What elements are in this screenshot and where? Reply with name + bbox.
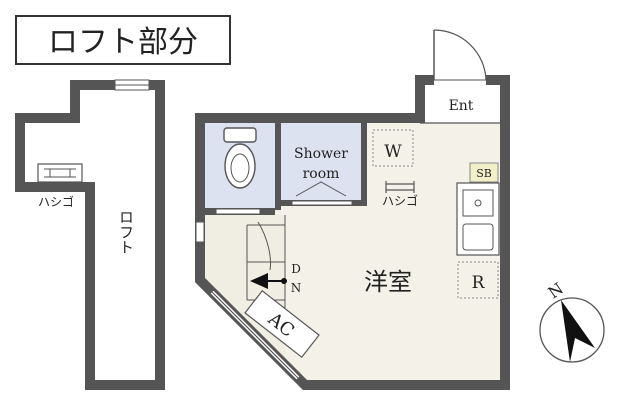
shoe-box-label: SB [476, 167, 492, 180]
fridge-label: R [472, 273, 486, 293]
staircase [246, 215, 287, 330]
shower-room-label-line2: room [303, 166, 340, 182]
north-arrow-icon [561, 300, 595, 362]
room-ladder-label: ハシゴ [382, 193, 418, 208]
loft-ladder-label: ハシゴ [38, 194, 74, 209]
entrance-label: Ent [449, 98, 474, 114]
plan-title: ロフト部分 [48, 25, 198, 60]
shower-room-label-line1: Shower [294, 146, 348, 162]
main-room-label: 洋室 [364, 268, 412, 296]
closet-label: W [384, 142, 402, 162]
fridge: R [457, 261, 499, 299]
down-arrow-icon [250, 273, 268, 289]
loft-wall [15, 80, 165, 390]
interior-partitions [195, 118, 367, 243]
entrance-door[interactable] [433, 29, 487, 86]
kitchen-counter [456, 182, 500, 256]
north-compass: N [539, 279, 605, 363]
loft-label: ロフト [117, 210, 135, 255]
stairs-down-d: D [291, 262, 301, 276]
loft-area: ハシゴ ロフト [15, 79, 165, 390]
room-ladder [385, 181, 415, 193]
title-box: ロフト部分 [15, 15, 231, 65]
shoe-box: SB [469, 162, 499, 183]
stairs-down-n: N [291, 281, 302, 295]
toilet-fixture [223, 127, 257, 189]
shower-room [281, 123, 361, 200]
closet: W [372, 129, 414, 167]
loft-ladder [37, 163, 83, 183]
